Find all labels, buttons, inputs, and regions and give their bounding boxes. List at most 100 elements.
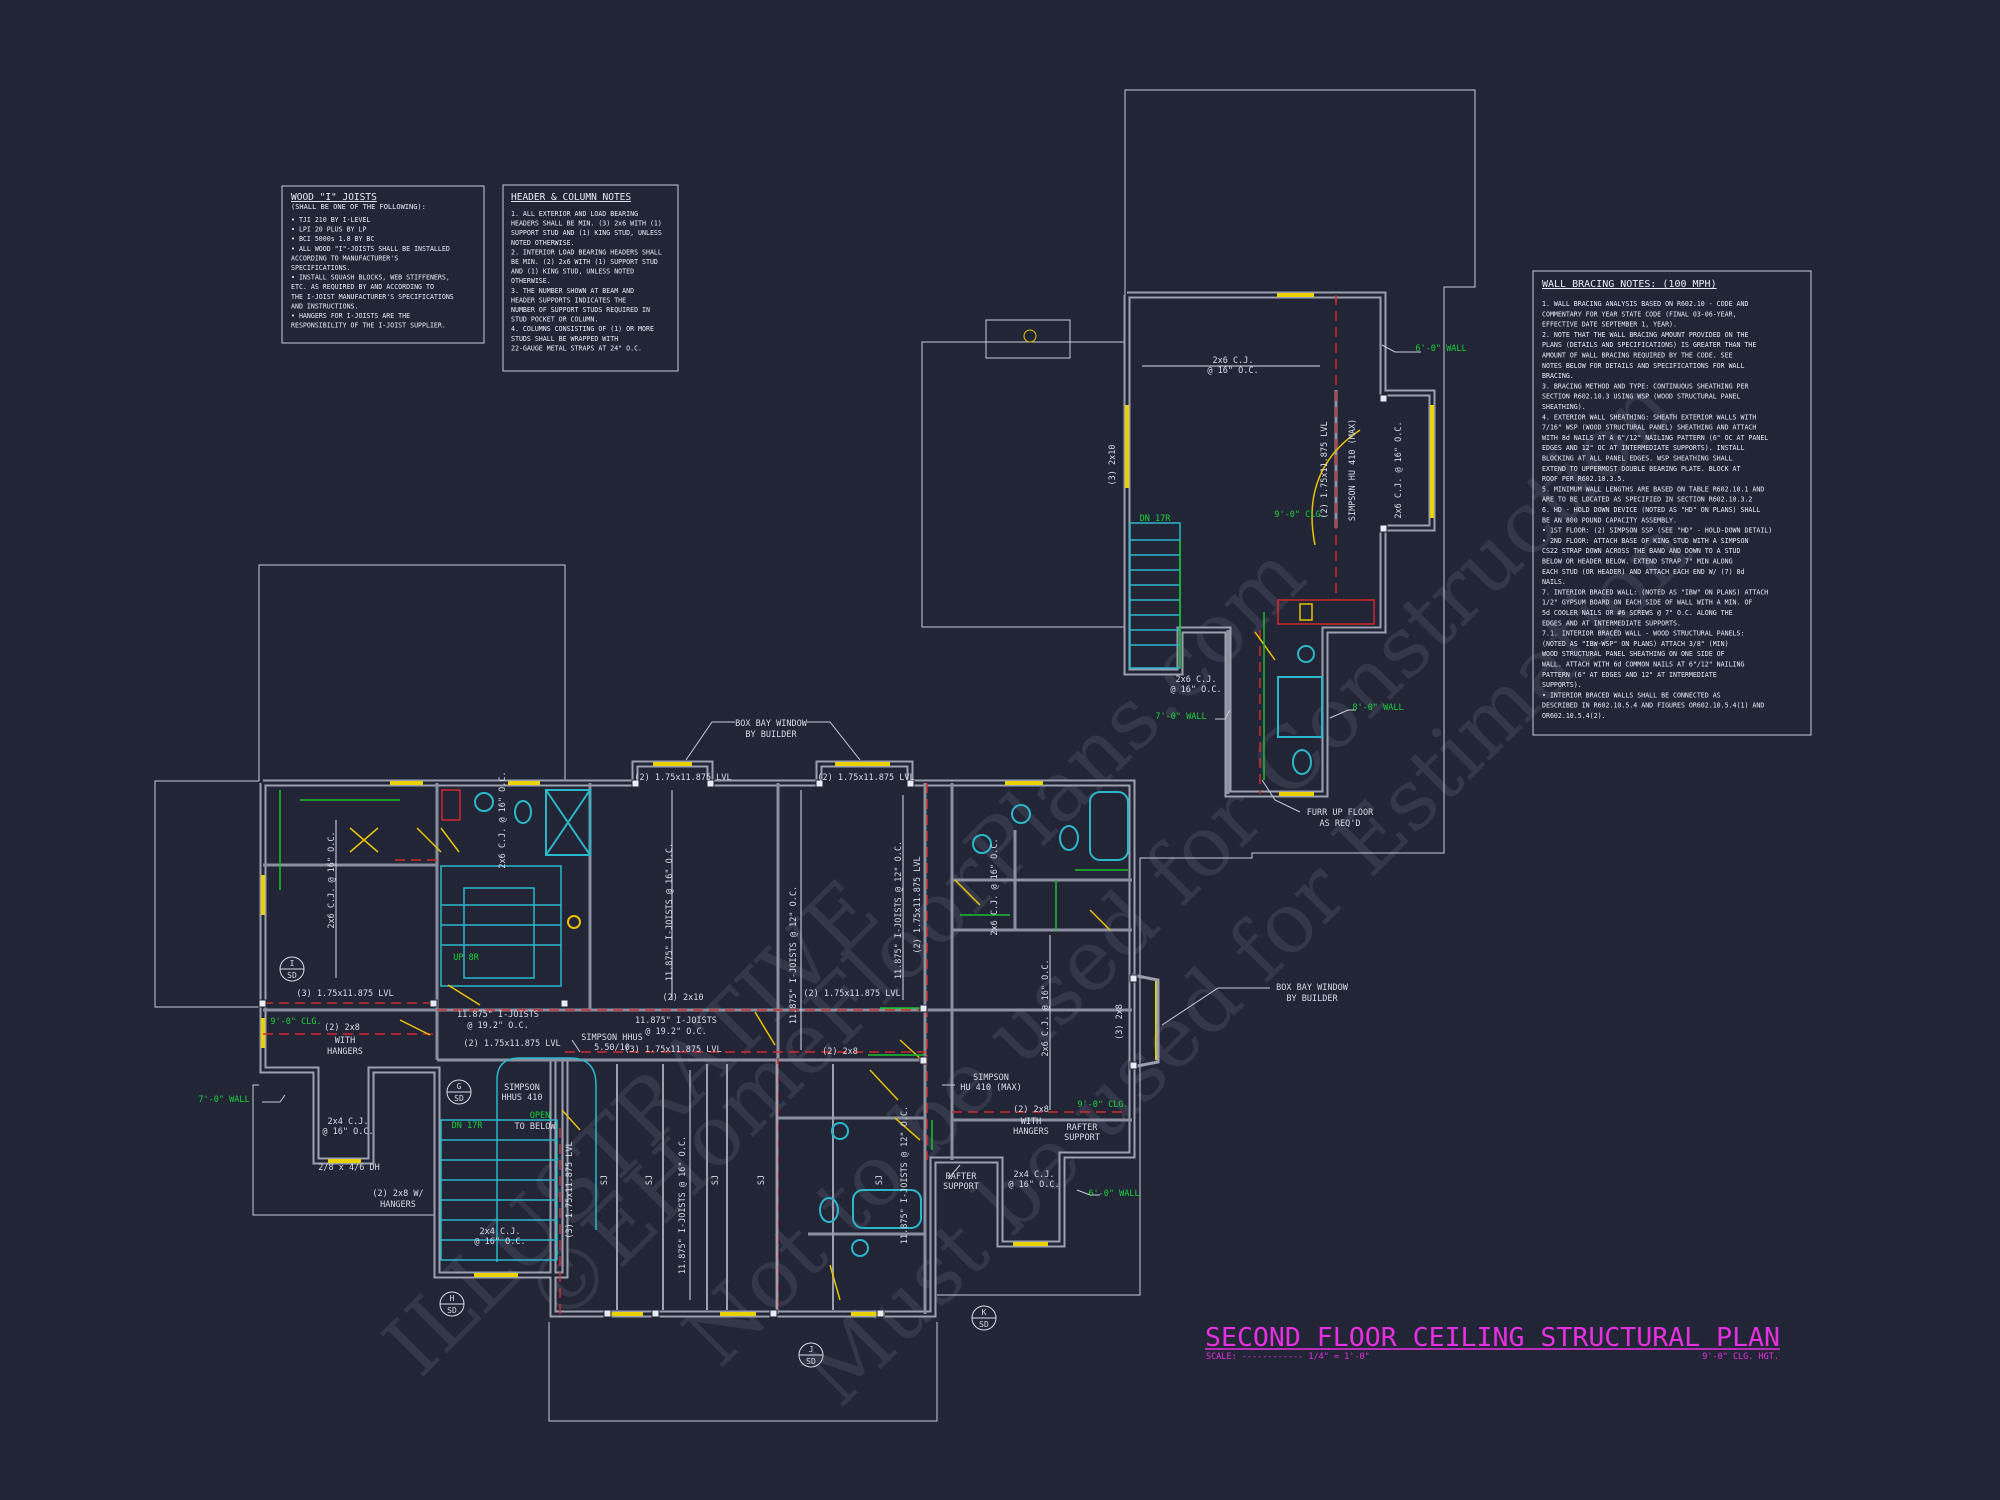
note-line: EFFECTIVE DATE SEPTEMBER 1, YEAR). bbox=[1542, 321, 1677, 329]
plan-label: @ 19.2" O.C. bbox=[645, 1027, 706, 1037]
plan-label: 2x4 C.J. bbox=[480, 1227, 521, 1237]
note-line: HEADERS SHALL BE MIN. (3) 2x6 WITH (1) bbox=[511, 220, 662, 228]
section-marker-j[interactable]: JSD bbox=[798, 1342, 824, 1368]
plan-label: 2x6 C.J. bbox=[1176, 675, 1217, 685]
plan-label: SIMPSON bbox=[504, 1083, 540, 1093]
joist-arrows bbox=[335, 365, 1320, 1300]
notes-bracing-title: WALL BRACING NOTES: (100 MPH) bbox=[1542, 279, 1717, 290]
section-marker-k[interactable]: KSD bbox=[971, 1305, 997, 1331]
note-line: ETC. AS REQUIRED BY AND ACCORDING TO bbox=[291, 283, 434, 291]
note-line: DESCRIBED IN R602.10.5.4 AND FIGURES OR6… bbox=[1542, 702, 1764, 710]
plan-label: SIMPSON HHUS bbox=[581, 1033, 642, 1043]
plan-label: OPEN bbox=[530, 1111, 550, 1121]
plan-label: DN 17R bbox=[452, 1121, 484, 1131]
plan-label: BOX BAY WINDOW bbox=[735, 719, 808, 729]
plan-label: BOX BAY WINDOW bbox=[1276, 983, 1349, 993]
note-line: 1. ALL EXTERIOR AND LOAD BEARING bbox=[511, 210, 638, 218]
doors bbox=[349, 429, 1361, 1301]
section-markers: ISD GSD HSD JSD KSD bbox=[279, 956, 997, 1368]
section-marker-g[interactable]: GSD bbox=[446, 1079, 472, 1105]
section-marker-h[interactable]: HSD bbox=[439, 1291, 465, 1317]
plan-label: (2) 2x8 W/ bbox=[372, 1189, 423, 1199]
note-line: 22-GAUGE METAL STRAPS AT 24" O.C. bbox=[511, 344, 642, 352]
plan-label: WITH bbox=[335, 1036, 355, 1046]
plan-label: BY BUILDER bbox=[1286, 994, 1338, 1004]
plan-label: HANGERS bbox=[1013, 1127, 1049, 1137]
note-line: • TJI 210 BY I-LEVEL bbox=[291, 216, 370, 224]
plan-label: 11.875" I-JOISTS bbox=[635, 1016, 717, 1026]
plan-vertical-label: 2x6 C.J. @ 16" O.C. bbox=[327, 831, 337, 928]
note-line: EDGES AND AT INTERMEDIATE SUPPORTS. bbox=[1542, 619, 1681, 627]
plan-label: HANGERS bbox=[327, 1047, 363, 1057]
note-line: ROOF PER R602.10.3.5. bbox=[1542, 475, 1625, 483]
plan-label: WITH bbox=[1021, 1117, 1041, 1127]
note-line: WOOD STRUCTURAL PANEL SHEATHING ON ONE S… bbox=[1542, 650, 1725, 658]
note-line: 7. INTERIOR BRACED WALL: (NOTED AS "IBW"… bbox=[1542, 588, 1768, 596]
plan-label: 9'-0" CLG. bbox=[1077, 1100, 1128, 1110]
plan-vertical-label: 11.875" I-JOISTS @ 16" O.C. bbox=[665, 843, 675, 981]
plan-vertical-label: (3) 2x10 bbox=[1108, 445, 1118, 486]
shower-icon bbox=[1277, 676, 1323, 738]
green-walls bbox=[279, 540, 1265, 1150]
note-line: SPECIFICATIONS. bbox=[291, 264, 351, 272]
notes-joists: WOOD "I" JOISTS (SHALL BE ONE OF THE FOL… bbox=[281, 185, 485, 344]
roof-vent-icon bbox=[1023, 329, 1037, 343]
plan-vertical-label: 2x6 C.J. @ 16" O.C. bbox=[498, 771, 508, 868]
plan-label: @ 16" O.C. bbox=[1207, 366, 1258, 376]
note-line: • BCI 5000s 1.8 BY BC bbox=[291, 235, 374, 243]
note-line: 4. COLUMNS CONSISTING OF (1) OR MORE bbox=[511, 325, 654, 333]
note-line: BRACING. bbox=[1542, 372, 1574, 380]
shower-icon bbox=[545, 789, 591, 856]
plan-label: @ 16" O.C. bbox=[474, 1237, 525, 1247]
plan-label: SIMPSON bbox=[973, 1073, 1009, 1083]
notes-joists-subtitle: (SHALL BE ONE OF THE FOLLOWING): bbox=[291, 203, 426, 211]
plan-vertical-label: 2x6 C.J. @ 16" O.C. bbox=[1394, 421, 1404, 518]
plan-label: @ 16" O.C. bbox=[322, 1127, 373, 1137]
note-line: 2. NOTE THAT THE WALL BRACING AMOUNT PRO… bbox=[1542, 331, 1748, 339]
plan-label: 9'-0" CLG. bbox=[270, 1017, 321, 1027]
notes-header-lines: 1. ALL EXTERIOR AND LOAD BEARING HEADERS… bbox=[511, 210, 662, 352]
note-line: (NOTED AS "IBW-WSP" ON PLANS) ATTACH 3/8… bbox=[1542, 640, 1729, 648]
plan-label: 5.50/10 bbox=[594, 1043, 630, 1053]
toilet-icon bbox=[819, 1197, 839, 1223]
note-line: ARE TO BE LOCATED AS SPECIFIED IN SECTIO… bbox=[1542, 496, 1752, 504]
plan-vertical-label: (3) 2x8 bbox=[1115, 1004, 1125, 1040]
fixtures bbox=[474, 645, 1323, 1257]
sink-icon bbox=[1297, 645, 1315, 663]
note-line: NAILS. bbox=[1542, 578, 1566, 586]
plan-vertical-label: SIMPSON HU 410 (MAX) bbox=[1348, 419, 1358, 521]
note-line: 7.1. INTERIOR BRACED WALL - WOOD STRUCTU… bbox=[1542, 630, 1744, 638]
notes-joists-title: WOOD "I" JOISTS bbox=[291, 192, 377, 203]
section-marker-i[interactable]: ISD bbox=[279, 956, 305, 982]
plan-vertical-label: 11.875" I-JOISTS @ 12" O.C. bbox=[894, 841, 904, 979]
bathtub-icon bbox=[852, 1189, 922, 1229]
plan-label: RAFTER bbox=[946, 1172, 978, 1182]
notes-joists-lines: • TJI 210 BY I-LEVEL• LPI 20 PLUS BY LP•… bbox=[291, 216, 454, 330]
section-marker-number: K bbox=[982, 1308, 987, 1317]
note-line: WITH 8d NAILS AT A 6"/12" NAILING PATTER… bbox=[1542, 434, 1768, 442]
note-line: • 2ND FLOOR: ATTACH BASE OF KING STUD WI… bbox=[1542, 537, 1748, 545]
plan-label: HHUS 410 bbox=[502, 1093, 543, 1103]
plan-label: 6'-0" WALL bbox=[1415, 344, 1466, 354]
plan-label: FURR UP FLOOR bbox=[1307, 808, 1374, 818]
bathtub-icon bbox=[1089, 791, 1129, 861]
toilet-icon bbox=[1292, 749, 1312, 775]
note-line: HEADER SUPPORTS INDICATES THE bbox=[511, 296, 626, 304]
note-line: 4. EXTERIOR WALL SHEATHING: SHEATH EXTER… bbox=[1542, 413, 1756, 421]
plan-vertical-label: 11.875" I-JOISTS @ 12" O.C. bbox=[789, 886, 799, 1024]
plan-label: 11.875" I-JOISTS bbox=[457, 1010, 539, 1020]
note-line: SECTION R602.10.3 USING WSP (WOOD STRUCT… bbox=[1542, 393, 1741, 401]
note-line: 6. HD - HOLD DOWN DEVICE (NOTED AS "HD" … bbox=[1542, 506, 1760, 514]
notes-header: HEADER & COLUMN NOTES 1. ALL EXTERIOR AN… bbox=[502, 184, 679, 372]
plan-vertical-label: 11.875" I-JOISTS @ 16" O.C. bbox=[678, 1136, 688, 1274]
plan-label: 2x4 C.J. bbox=[1014, 1170, 1055, 1180]
plan-label: (2) 2x8 bbox=[324, 1023, 360, 1033]
landing-block bbox=[441, 599, 1375, 821]
plan-label: DN 17R bbox=[1140, 514, 1172, 524]
plan-label: 2x6 C.J. bbox=[1213, 356, 1254, 366]
plan-vertical-label: (3) 1.75x11.875 LVL bbox=[565, 1141, 575, 1238]
section-marker-number: H bbox=[450, 1294, 455, 1303]
